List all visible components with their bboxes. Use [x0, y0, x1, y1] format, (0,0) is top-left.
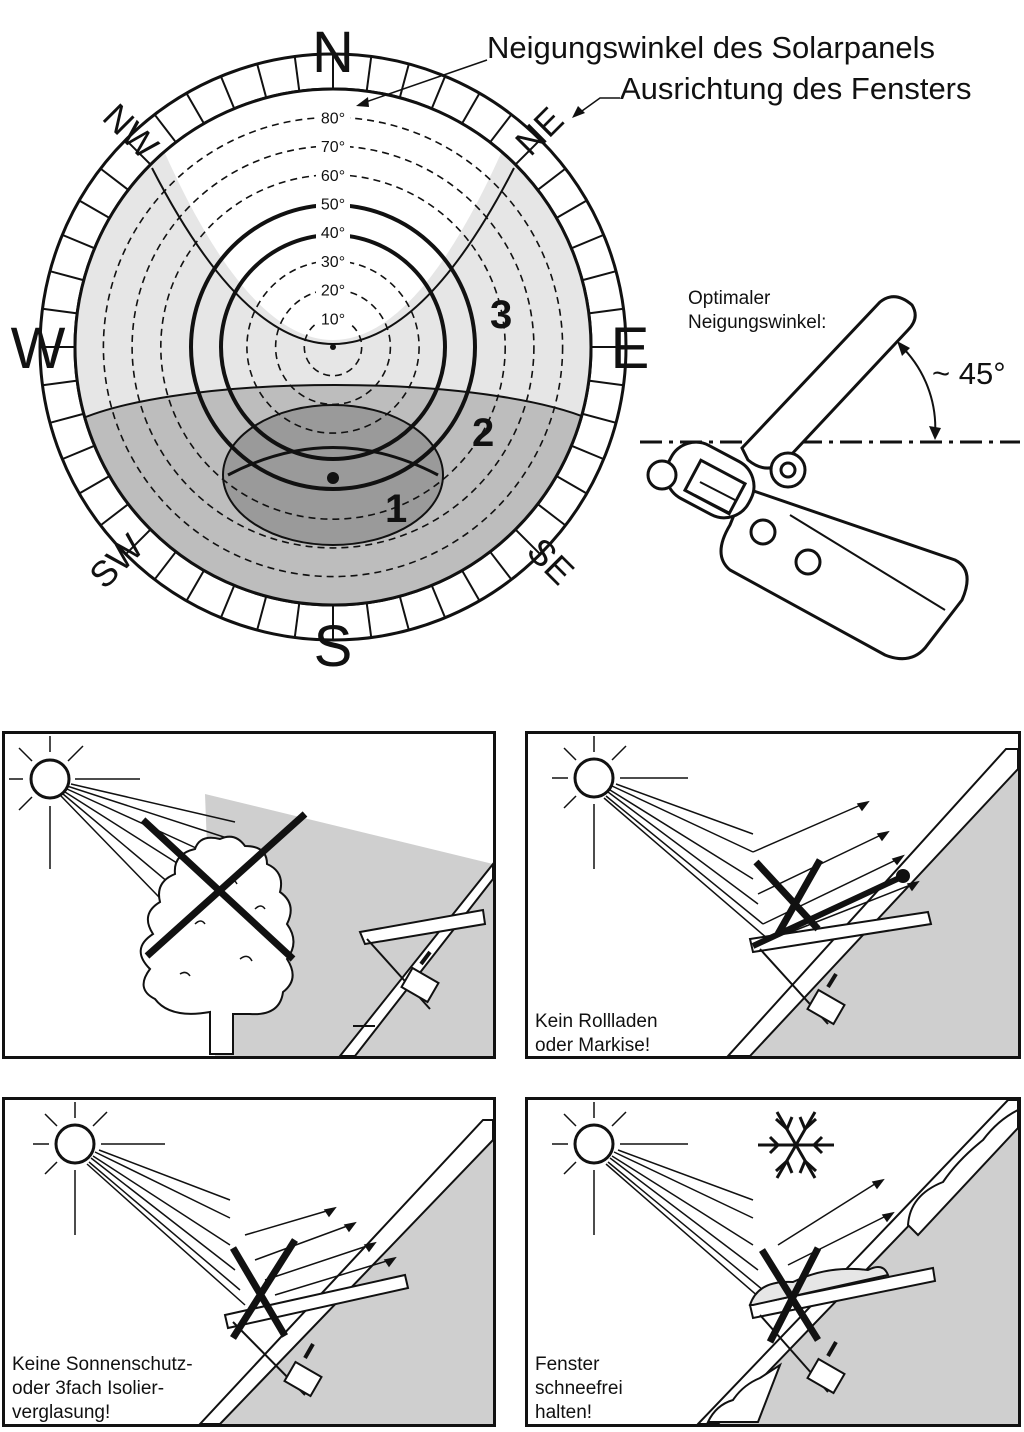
- solar-panel-bracket-icon: [646, 295, 969, 661]
- tree-icon: [139, 835, 295, 1055]
- compass-ring-segments: [40, 54, 626, 640]
- angle-label-10: 10°: [321, 311, 345, 328]
- snow-top-icon: [906, 1108, 1018, 1237]
- zone-label-1: 1: [385, 487, 407, 531]
- glazing-illustration: [33, 1102, 493, 1424]
- optimal-point: [327, 472, 339, 484]
- sun-icon: [54, 1123, 96, 1165]
- snow-bottom-icon: [706, 1362, 783, 1423]
- sun-icon: [29, 758, 71, 800]
- panel-no-sunprotect-glass: Keine Sonnenschutz- oder 3fach Isolier- …: [2, 1097, 496, 1427]
- panel-2-caption: Kein Rollladen oder Markise!: [535, 1011, 658, 1056]
- panel-4-caption: Fenster schneefrei halten!: [535, 1354, 623, 1423]
- direction-w: W: [11, 316, 66, 381]
- angle-circle-60: [160, 174, 506, 520]
- direction-s: S: [314, 614, 353, 679]
- optimal-angle-value: ~ 45°: [932, 356, 1006, 391]
- sun-icon: [573, 1123, 615, 1165]
- panel-tree-shade: [2, 731, 496, 1059]
- tree-shade-illustration: [9, 736, 493, 1056]
- angle-label-70: 70°: [321, 139, 345, 156]
- label-window-orientation: Ausrichtung des Fensters: [620, 71, 972, 106]
- zone-label-3: 3: [490, 293, 512, 337]
- optimal-angle-label: Optimaler Neigungswinkel:: [688, 288, 826, 333]
- parabola-white: [120, 89, 546, 340]
- angle-circles: [102, 116, 564, 578]
- angle-label-50: 50°: [321, 197, 345, 214]
- angle-label-60: 60°: [321, 168, 345, 185]
- snow-illustration: [552, 1100, 1018, 1424]
- angle-label-40: 40°: [321, 225, 345, 242]
- compass-diagram: 10° 20° 30° 40° 50° 60° 70° 80° 3 2 1 N S W E N…: [11, 20, 1020, 679]
- angle-label-20: 20°: [321, 283, 345, 300]
- angle-label-80: 80°: [321, 110, 345, 127]
- panel-keep-snow-free: Fenster schneefrei halten!: [525, 1097, 1021, 1427]
- panel-no-shutter: Kein Rollladen oder Markise!: [525, 731, 1021, 1059]
- direction-e: E: [611, 316, 650, 381]
- panel-3-caption: Keine Sonnenschutz- oder 3fach Isolier- …: [12, 1354, 193, 1423]
- zone-label-2: 2: [472, 411, 494, 455]
- snowflake-icon: [758, 1111, 834, 1179]
- angle-label-30: 30°: [321, 254, 345, 271]
- sun-icon: [573, 757, 615, 799]
- shutter-illustration: [552, 736, 1018, 1056]
- angle-circle-30: [246, 260, 420, 434]
- direction-n: N: [312, 20, 354, 85]
- angle-circle-70: [131, 145, 535, 549]
- label-tilt-angle: Neigungswinkel des Solarpanels: [487, 30, 935, 65]
